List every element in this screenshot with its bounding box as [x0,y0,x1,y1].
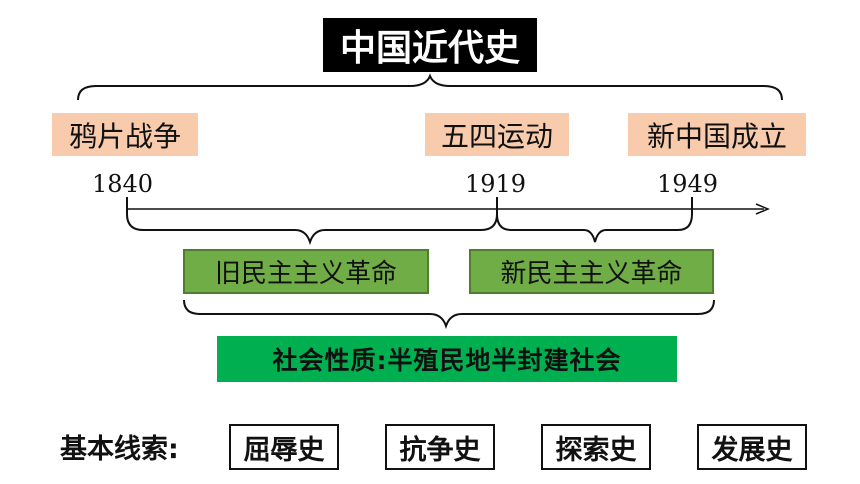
old-revolution-brace [126,213,498,246]
timeline-arrowhead [755,203,770,215]
year-1949: 1949 [657,170,719,198]
page-title: 中国近代史 [323,18,537,72]
old-democratic-revolution: 旧民主主义革命 [183,249,429,294]
clue-development: 发展史 [697,424,807,470]
clue-exploration: 探索史 [541,424,651,470]
clue-humiliation: 屈辱史 [229,424,339,470]
event-prc-founding: 新中国成立 [628,113,806,156]
year-1919: 1919 [465,170,527,198]
event-may-fourth: 五四运动 [425,113,569,156]
new-democratic-revolution: 新民主主义革命 [469,249,714,294]
new-revolution-brace [496,213,693,243]
nature-brace [183,299,715,330]
title-brace [77,73,783,101]
event-opium-war: 鸦片战争 [52,113,198,156]
clues-label: 基本线索: [60,434,179,465]
social-nature: 社会性质:半殖民地半封建社会 [217,336,677,382]
clue-struggle: 抗争史 [385,424,495,470]
year-1840: 1840 [92,170,154,198]
